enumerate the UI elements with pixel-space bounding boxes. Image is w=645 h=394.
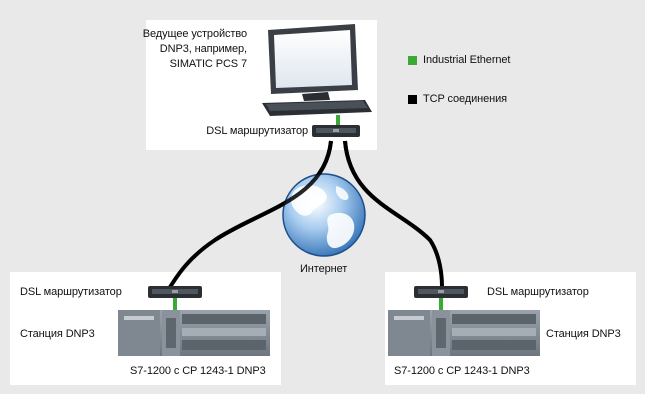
- right-station-label: Станция DNP3: [546, 328, 621, 340]
- ethernet-link-right: [439, 298, 443, 310]
- left-router-label: DSL маршрутизатор: [20, 286, 122, 298]
- ethernet-link-left: [173, 298, 177, 310]
- left-dsl-router-icon: [148, 286, 202, 298]
- right-device-label: S7-1200 с CP 1243-1 DNP3: [394, 365, 530, 377]
- master-label-line1: Ведущее устройство: [142, 28, 247, 40]
- master-label-line3: SIMATIC PCS 7: [169, 58, 247, 70]
- legend-label-industrial-ethernet: Industrial Ethernet: [423, 54, 511, 66]
- left-plc-icon: [118, 310, 270, 356]
- right-plc-icon: [388, 310, 540, 356]
- pc-monitor-icon: [268, 24, 358, 101]
- master-router-label: DSL маршрутизатор: [206, 125, 308, 137]
- right-dsl-router-icon: [414, 286, 468, 298]
- internet-label: Интернет: [300, 263, 348, 275]
- internet-globe-icon: [282, 173, 366, 257]
- legend-swatch-tcp: [408, 95, 417, 104]
- right-router-label: DSL маршрутизатор: [487, 286, 589, 298]
- legend-swatch-industrial-ethernet: [408, 56, 417, 65]
- master-label-line2: DNP3, например,: [159, 43, 247, 55]
- ethernet-link-master: [336, 115, 340, 125]
- left-station-label: Станция DNP3: [20, 328, 95, 340]
- master-dsl-router-icon: [312, 125, 360, 137]
- left-device-label: S7-1200 с CP 1243-1 DNP3: [130, 365, 266, 377]
- keyboard-icon: [262, 100, 372, 116]
- legend-label-tcp: TCP соединения: [423, 93, 508, 105]
